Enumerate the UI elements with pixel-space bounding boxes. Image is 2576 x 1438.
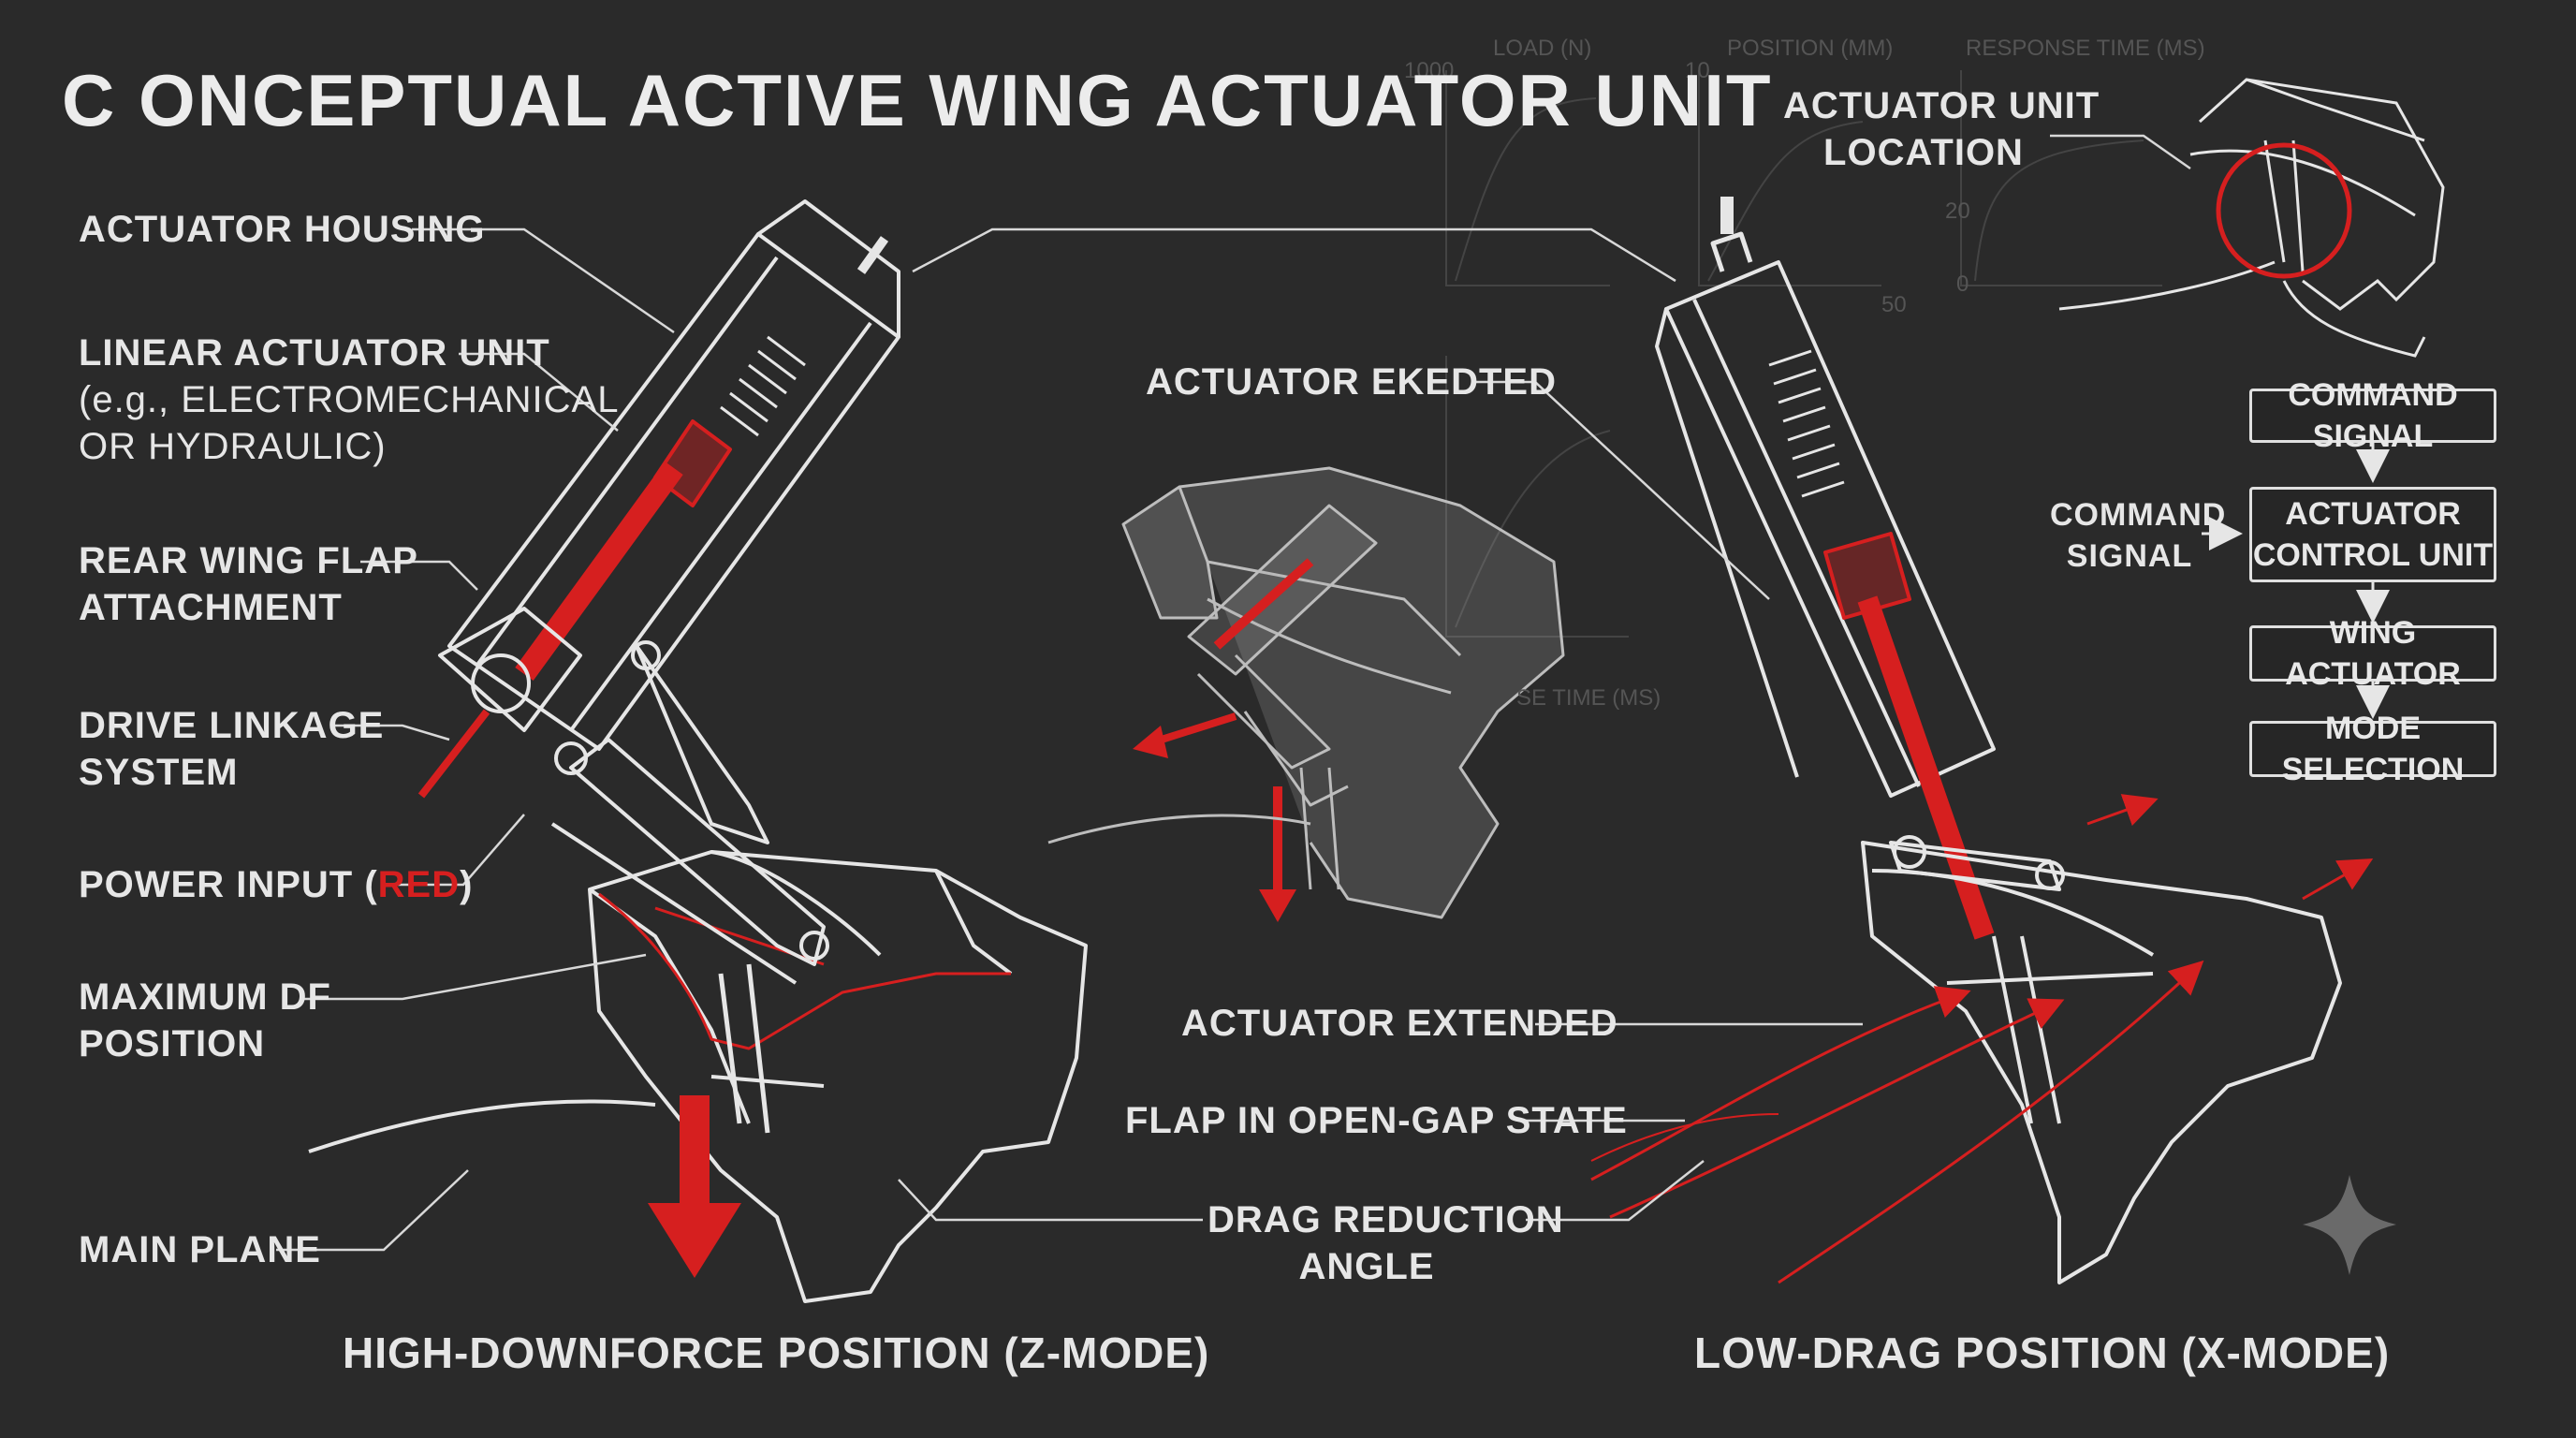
label-open-gap: FLAP IN OPEN-GAP STATE [1125, 1100, 1628, 1141]
ghost-tick-20: 20 [1945, 198, 1970, 224]
label-drive-linkage-line2: SYSTEM [79, 752, 239, 793]
right-actuator-assembly [1590, 197, 2374, 1284]
flow-box-wing-actuator-text: WING ACTUATOR [2285, 615, 2461, 692]
label-linear-actuator: LINEAR ACTUATOR UNIT (e.g., ELECTROMECHA… [79, 330, 619, 470]
label-power-input-red: RED [377, 864, 461, 905]
label-drag-reduction-line1: DRAG REDUCTION [1208, 1199, 1564, 1240]
sparkle-logo [2303, 1175, 2396, 1275]
ghost-se-time: SE TIME (ms) [1516, 685, 1661, 711]
label-power-input: POWER INPUT (RED) [79, 861, 473, 908]
label-linear-actuator-line2: (e.g., ELECTROMECHANICAL [79, 379, 620, 420]
label-maximum-df-line2: POSITION [79, 1023, 266, 1064]
flow-input-command-signal: COMMAND SIGNAL [2050, 494, 2227, 577]
label-power-input-suffix: ) [460, 864, 474, 905]
flow-box-actuator-control-unit: ACTUATOR CONTROL UNIT [2249, 487, 2496, 582]
label-actuator-housing: ACTUATOR HOUSING [79, 209, 486, 250]
ghost-load-label: LOAD (N) [1493, 36, 1592, 61]
label-maximum-df-line1: MAXIMUM DF [79, 976, 331, 1018]
label-linear-actuator-line3: OR HYDRAULIC) [79, 426, 387, 467]
ghost-response-label: RESPONSE TIME (ms) [1966, 36, 2205, 61]
flow-box-acu-line1: ACTUATOR [2285, 496, 2461, 532]
label-actuator-location-line1: ACTUATOR UNIT [1783, 85, 2100, 126]
callout-leaders [276, 134, 2191, 1252]
flowchart-connectors [2202, 442, 2390, 719]
ghost-charts [1445, 70, 2162, 638]
label-flap-attachment-line2: ATTACHMENT [79, 587, 343, 628]
page-title: C ONCEPTUAL ACTIVE WING ACTUATOR UNIT [62, 59, 1773, 141]
ghost-tick-1000: 1000 [1404, 58, 1455, 83]
label-actuator-location: ACTUATOR UNIT LOCATION [1783, 82, 2100, 176]
flow-box-acu-line2: CONTROL UNIT [2252, 537, 2494, 573]
flow-box-mode-selection-text: MODE SELECTION [2281, 711, 2465, 787]
flow-box-command-signal: COMMAND SIGNAL [2249, 377, 2496, 454]
ghost-tick-50: 50 [1881, 292, 1907, 317]
left-actuator-assembly [308, 199, 1088, 1303]
flow-box-wing-actuator: WING ACTUATOR [2249, 615, 2496, 692]
label-drag-reduction: DRAG REDUCTION ANGLE [1208, 1196, 1564, 1290]
flow-box-mode-selection: MODE SELECTION [2249, 711, 2496, 787]
ghost-tick-0: 0 [1956, 271, 1969, 297]
flow-box-command-signal-text: COMMAND SIGNAL [2288, 377, 2458, 454]
label-flap-attachment-line1: REAR WING FLAP [79, 540, 418, 581]
label-main-plane: MAIN PLANE [79, 1229, 321, 1270]
label-power-input-prefix: POWER INPUT ( [79, 864, 378, 905]
label-drive-linkage-line1: DRIVE LINKAGE [79, 705, 385, 746]
ghost-tick-10: 10 [1685, 58, 1710, 83]
label-maximum-df: MAXIMUM DF POSITION [79, 974, 331, 1067]
label-actuator-extended: ACTUATOR EXTENDED [1181, 1003, 1618, 1044]
label-actuator-ekedted: ACTUATOR EKEDTED [1146, 361, 1557, 403]
label-flap-attachment: REAR WING FLAP ATTACHMENT [79, 537, 418, 631]
label-actuator-location-line2: LOCATION [1823, 132, 2024, 173]
flow-input-line1: COMMAND [2050, 497, 2227, 533]
caption-high-downforce: HIGH-DOWNFORCE POSITION (Z-MODE) [343, 1328, 1210, 1377]
caption-low-drag: LOW-DRAG POSITION (X-MODE) [1694, 1328, 2391, 1377]
flow-input-line2: SIGNAL [2066, 538, 2193, 574]
label-drive-linkage: DRIVE LINKAGE SYSTEM [79, 702, 384, 796]
ghost-position-label: POSITION (mm) [1727, 36, 1894, 61]
label-linear-actuator-line1: LINEAR ACTUATOR UNIT [79, 332, 550, 374]
location-inset [2058, 78, 2445, 358]
center-actuator-assembly [1047, 466, 1565, 922]
label-drag-reduction-line2: ANGLE [1298, 1246, 1435, 1287]
